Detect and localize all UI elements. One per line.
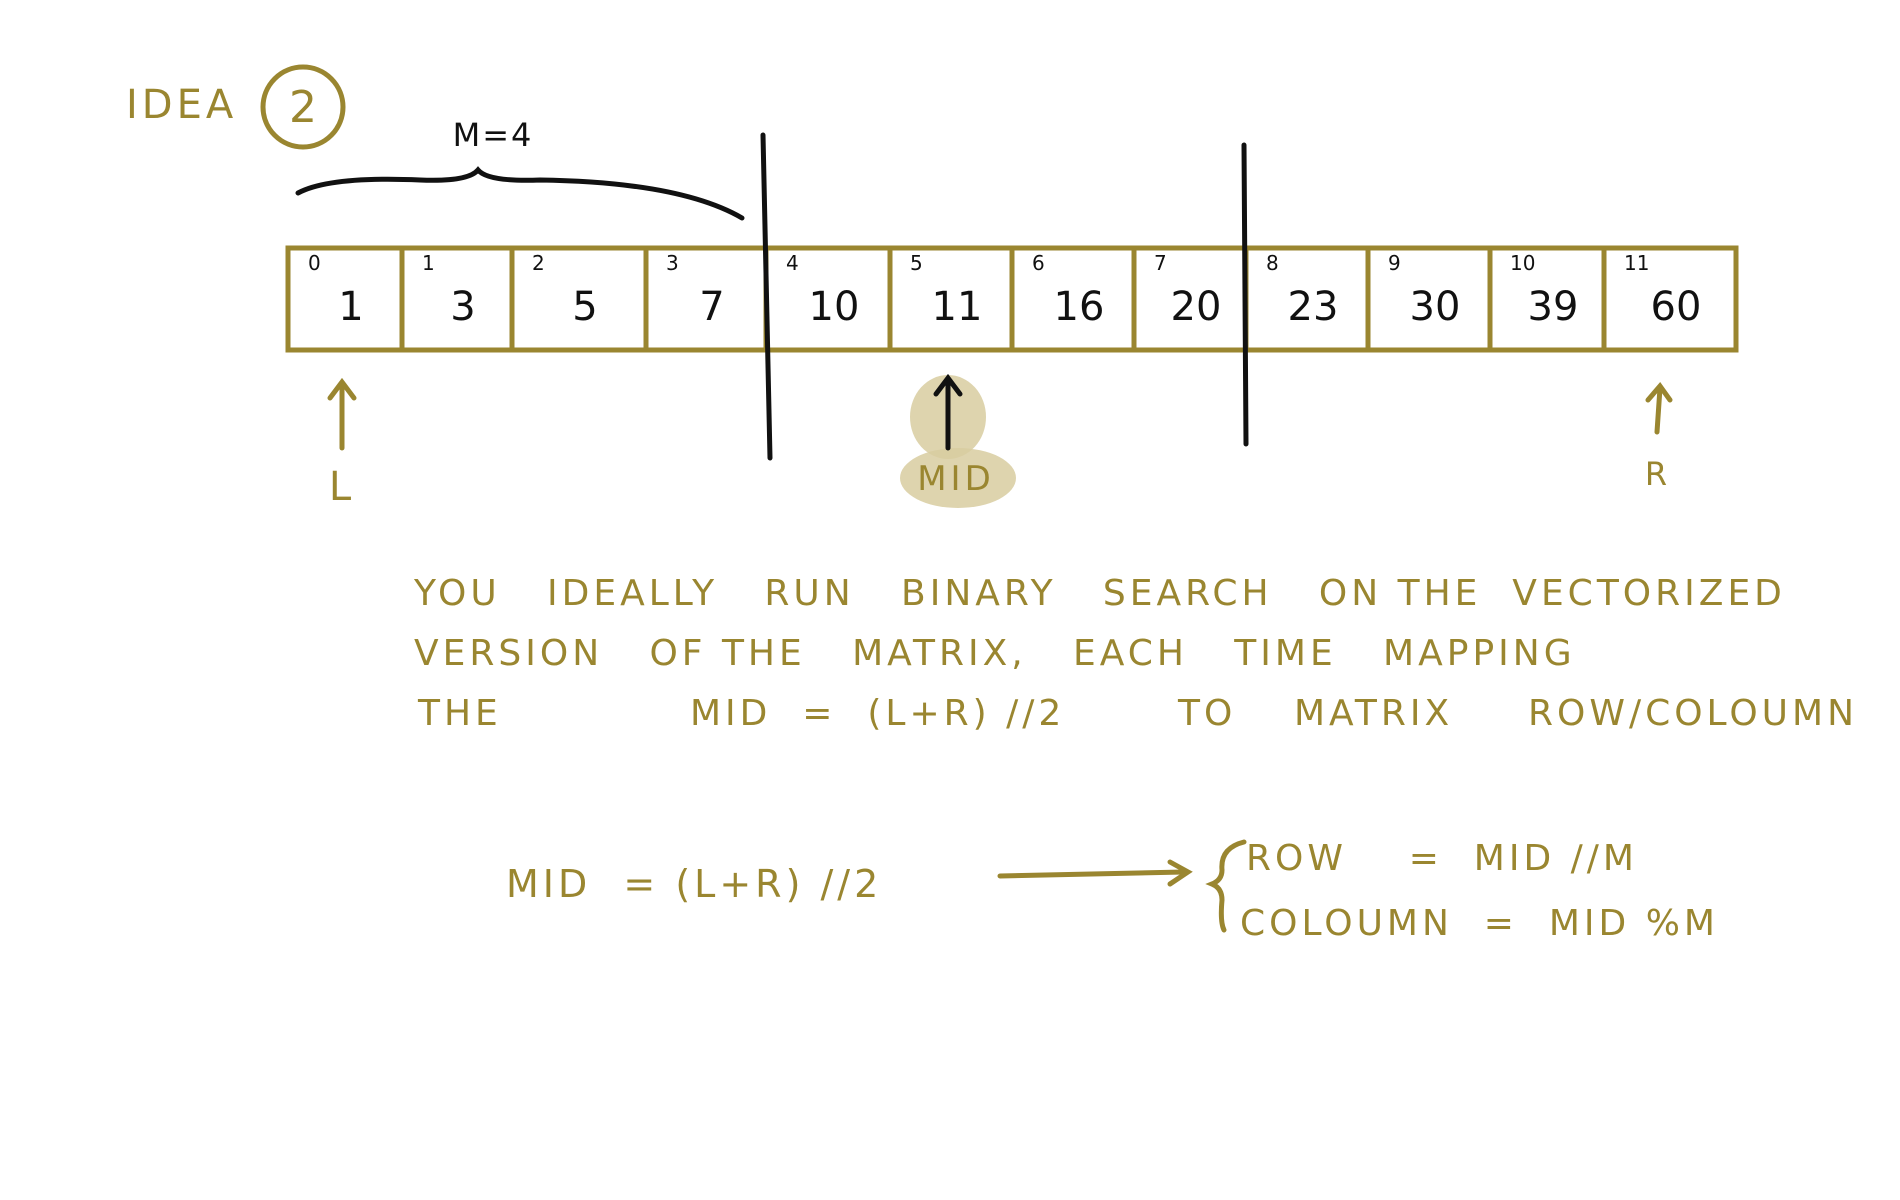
explanation-line-2: VERSION OF THE MATRIX, EACH TIME MAPPING: [414, 633, 1576, 674]
array-cell-value: 20: [1171, 284, 1222, 330]
formula-column: COLOUMN = MID %M: [1240, 903, 1719, 944]
array-cell-index: 3: [666, 251, 679, 275]
array-cell-value: 7: [699, 284, 724, 330]
formula-brace: [1205, 839, 1247, 933]
explanation-line-3-the: THE: [417, 693, 502, 734]
array-cell-index: 5: [910, 251, 923, 275]
array-cell-index: 6: [1032, 251, 1045, 275]
mid-pointer-arrowhead: [933, 373, 963, 397]
row-divider-line: [760, 132, 773, 461]
brace-label: M=4: [453, 116, 534, 154]
explanation-line-3-mid: MID = (L+R) //2: [690, 693, 1065, 734]
array-cell-index: 8: [1266, 251, 1279, 275]
array-cell-index: 2: [532, 251, 545, 275]
right-pointer-label: R: [1645, 455, 1671, 493]
array-cell-index: 4: [786, 251, 799, 275]
array-cell-value: 39: [1528, 284, 1579, 330]
array-cell-value: 10: [809, 284, 860, 330]
array-cell-value: 16: [1054, 284, 1105, 330]
row-brace: [295, 166, 745, 221]
mid-label-highlight: [900, 448, 1016, 508]
array-cell-value: 1: [338, 284, 363, 330]
array-cell-value: 60: [1651, 284, 1702, 330]
formula-mid: MID = (L+R) //2: [506, 862, 882, 906]
array-cell-index: 10: [1510, 251, 1535, 275]
array-cell-value: 30: [1410, 284, 1461, 330]
array-cell-index: 1: [422, 251, 435, 275]
right-pointer-arrow: [1654, 385, 1663, 435]
explanation-line-3-matrix: MATRIX: [1294, 693, 1453, 734]
array-cell-index: 0: [308, 251, 321, 275]
formula-row: ROW = MID //M: [1246, 838, 1638, 879]
array-cell-value: 5: [572, 284, 597, 330]
formula-arrow: [997, 869, 1187, 879]
idea-number-circle: [260, 64, 346, 150]
explanation-line-1: YOU IDEALLY RUN BINARY SEARCH ON THE VEC…: [413, 573, 1786, 614]
array-cell-value: 3: [450, 284, 475, 330]
left-pointer-arrowhead: [327, 377, 357, 401]
array-cell-index: 11: [1624, 251, 1649, 275]
array-cell-index: 7: [1154, 251, 1167, 275]
idea-label: IDEA: [126, 82, 237, 128]
array-cell-index: 9: [1388, 251, 1401, 275]
mid-pointer-label: MID: [917, 459, 995, 499]
left-pointer-label: L: [329, 464, 355, 510]
array-cell-value: 11: [932, 284, 983, 330]
row-divider-line: [1241, 142, 1249, 447]
array-cell-value: 23: [1288, 284, 1339, 330]
explanation-line-3-to: TO: [1177, 693, 1236, 734]
idea-number: 2: [289, 82, 317, 133]
explanation-line-3-rowcol: ROW/COLOUMN: [1528, 693, 1858, 734]
right-pointer-arrowhead: [1645, 381, 1673, 403]
formula-arrowhead: [1167, 859, 1193, 887]
